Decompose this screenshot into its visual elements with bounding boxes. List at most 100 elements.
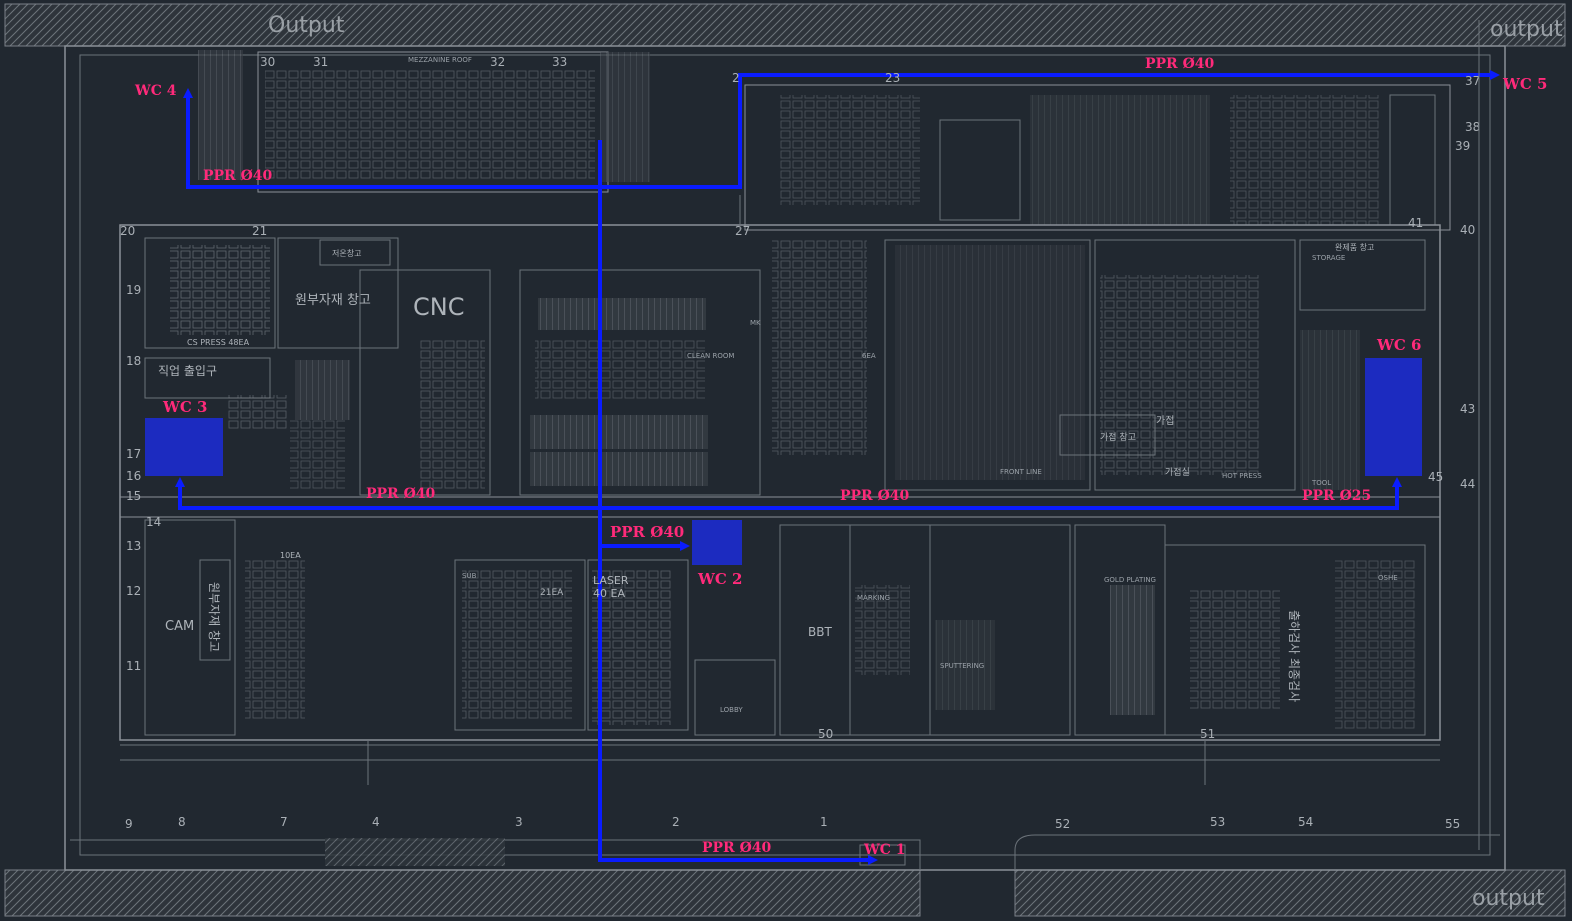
- grid-l-12: 12: [126, 584, 141, 598]
- top-right-equipment-c: [1230, 95, 1380, 225]
- stair-block-left: [198, 50, 243, 180]
- inspection-benches: [1190, 590, 1280, 710]
- grid-l-16: 16: [126, 469, 141, 483]
- grid-b-1: 1: [820, 815, 828, 829]
- output-label-top-right: output: [1490, 17, 1563, 42]
- arrow-wc1: [868, 855, 878, 865]
- grid-b-9: 9: [125, 817, 133, 831]
- wc-1-block: [859, 844, 906, 866]
- top-hatch-band: [4, 3, 1566, 47]
- wc-2-block: [692, 520, 742, 565]
- grid-l-13: 13: [126, 539, 141, 553]
- right-column-racks: [1300, 330, 1360, 490]
- tool-label: TOOL: [1311, 479, 1331, 487]
- pipe-label-mid-left: PPR Ø40: [366, 486, 436, 502]
- grid-top-33: 33: [552, 55, 567, 69]
- oshe-label: OSHE: [1378, 574, 1398, 582]
- staff-entrance-room: [144, 357, 271, 399]
- bottom-curb: [70, 834, 1500, 870]
- grid-r-41: 41: [1408, 216, 1423, 230]
- grid-l-11: 11: [126, 659, 141, 673]
- bottom-hatch-band-left: [4, 869, 921, 917]
- cnc-label: CNC: [413, 293, 464, 321]
- grid-tr-38: 38: [1465, 120, 1480, 134]
- clean-room-line-a: [538, 298, 706, 330]
- shelving-c: [290, 420, 345, 490]
- mk-label: MK: [750, 319, 761, 327]
- gold-plating-tank: [1110, 585, 1155, 715]
- clean-room-label: CLEAN ROOM: [687, 352, 734, 360]
- assembly-label: 가접: [1156, 415, 1174, 427]
- arrow-wc3: [175, 477, 185, 487]
- oshe-racks: [1335, 560, 1415, 730]
- grid-r-45: 45: [1428, 470, 1443, 484]
- wc-blocks: [145, 358, 1422, 866]
- pipe-label-mid-center: PPR Ø40: [840, 488, 910, 504]
- top-right-equipment-d: [1389, 94, 1436, 226]
- laser-machines: [592, 570, 672, 725]
- cs-press-grid: [170, 245, 270, 335]
- arrow-wc6: [1392, 477, 1402, 487]
- storage-sub: [454, 559, 586, 731]
- clean-room-mid: [535, 340, 705, 400]
- grid-l-14: 14: [146, 515, 161, 529]
- site-outline: [64, 45, 1506, 871]
- building-main: [119, 224, 1441, 866]
- grid-b-4: 4: [372, 815, 380, 829]
- pipe-label-bottom: PPR Ø40: [702, 840, 772, 856]
- marking-label: MARKING: [857, 594, 890, 602]
- storage-sub-label: SUB: [462, 572, 477, 580]
- hot-press-area: [1094, 239, 1296, 491]
- parking-strip: [325, 838, 505, 866]
- grid-b-52: 52: [1055, 817, 1070, 831]
- grid-tr-2: 2: [732, 71, 740, 85]
- grid-b-7: 7: [280, 815, 288, 829]
- wc-label-3: WC 3: [162, 398, 207, 416]
- wc-label-5: WC 5: [1502, 75, 1547, 93]
- top-right-equipment-a: [780, 95, 920, 205]
- output-label-bottom-right: output: [1472, 886, 1545, 911]
- grid-r-43: 43: [1460, 402, 1475, 416]
- grid-top-31: 31: [313, 55, 328, 69]
- building-top-block: [198, 50, 1451, 231]
- finished-storage: [1299, 239, 1426, 311]
- cold-storage: [319, 239, 391, 266]
- grid-m-27: 27: [735, 224, 750, 238]
- mezzanine-label: MEZZANINE ROOF: [408, 56, 472, 64]
- lobby-label: LOBBY: [720, 706, 743, 714]
- grid-b-2: 2: [672, 815, 680, 829]
- sputtering-room: [929, 524, 1071, 736]
- grid-m-50: 50: [818, 727, 833, 741]
- wc-label-6: WC 6: [1376, 336, 1421, 354]
- arrow-wc2: [680, 541, 690, 551]
- pipe-label-wc2: PPR Ø40: [610, 523, 684, 541]
- front-line-zone: [884, 239, 1091, 491]
- grid-l-19: 19: [126, 283, 141, 297]
- wc-label-4: WC 4: [134, 83, 177, 99]
- sputtering-racks: [935, 620, 995, 710]
- cnc-room: [359, 269, 491, 496]
- cs-press-label: CS PRESS 48EA: [187, 338, 250, 347]
- cam-label: CAM: [165, 619, 194, 634]
- raw-material-top-label: 원부자재 창고: [295, 293, 371, 308]
- site-boundary: [4, 3, 1566, 917]
- pipe-main-vertical: [598, 140, 870, 862]
- six-ea-label: 6EA: [862, 352, 876, 360]
- clean-room-line-b: [530, 415, 708, 449]
- shelving-a: [295, 360, 350, 420]
- marking-racks: [855, 585, 910, 675]
- finished-storage-label: 완제품 창고: [1335, 243, 1374, 252]
- clean-room: [519, 269, 761, 496]
- grid-m-51: 51: [1200, 727, 1215, 741]
- laser-label: LASER: [593, 574, 629, 587]
- grid-tr-39: 39: [1455, 139, 1470, 153]
- pipe-label-wc4: PPR Ø40: [203, 168, 273, 184]
- mezzanine-grid: [265, 70, 595, 180]
- grid-l-18: 18: [126, 354, 141, 368]
- pipe-top-branch: [186, 73, 1495, 189]
- sputtering-label: SPUTTERING: [940, 662, 984, 670]
- storage-sub-racks: [462, 570, 572, 720]
- grid-r-40: 40: [1460, 223, 1475, 237]
- arrow-wc4: [183, 88, 193, 98]
